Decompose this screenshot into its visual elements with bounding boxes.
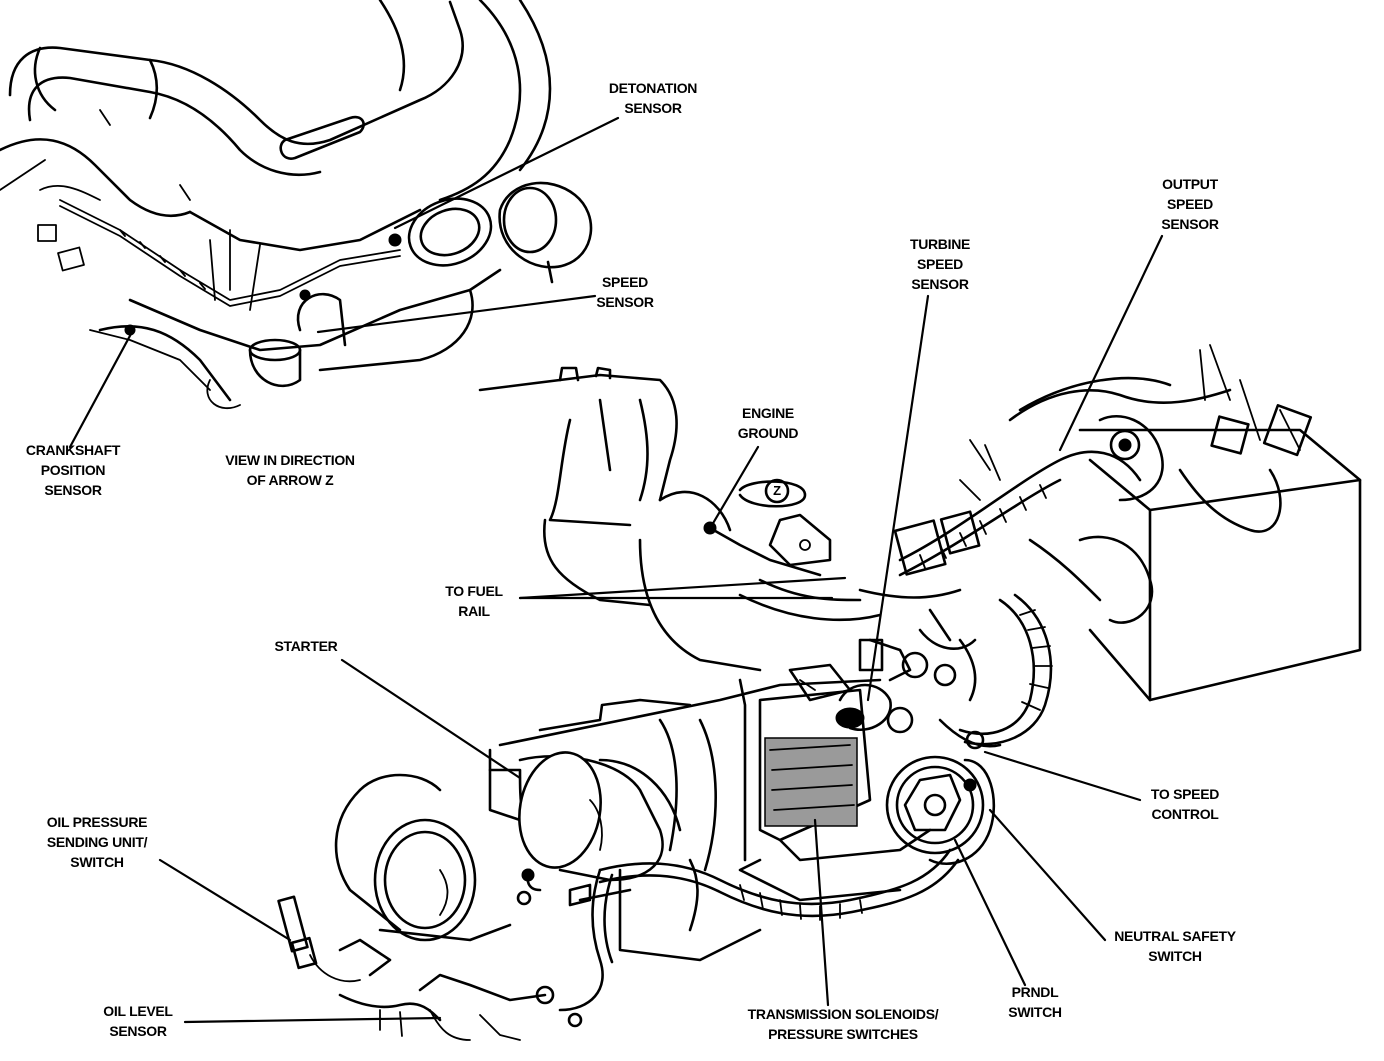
label-transmission-solenoids: TRANSMISSION SOLENOIDS/PRESSURE SWITCHES: [747, 1006, 939, 1042]
main-engine-view: [277, 344, 1362, 1041]
arrow-z-marker: Z: [773, 483, 781, 498]
engine-detail-view: [0, 0, 593, 410]
label-starter: STARTER: [274, 638, 338, 654]
leader-lines: [68, 116, 1164, 1024]
solenoid-pack-shading: [764, 737, 858, 827]
